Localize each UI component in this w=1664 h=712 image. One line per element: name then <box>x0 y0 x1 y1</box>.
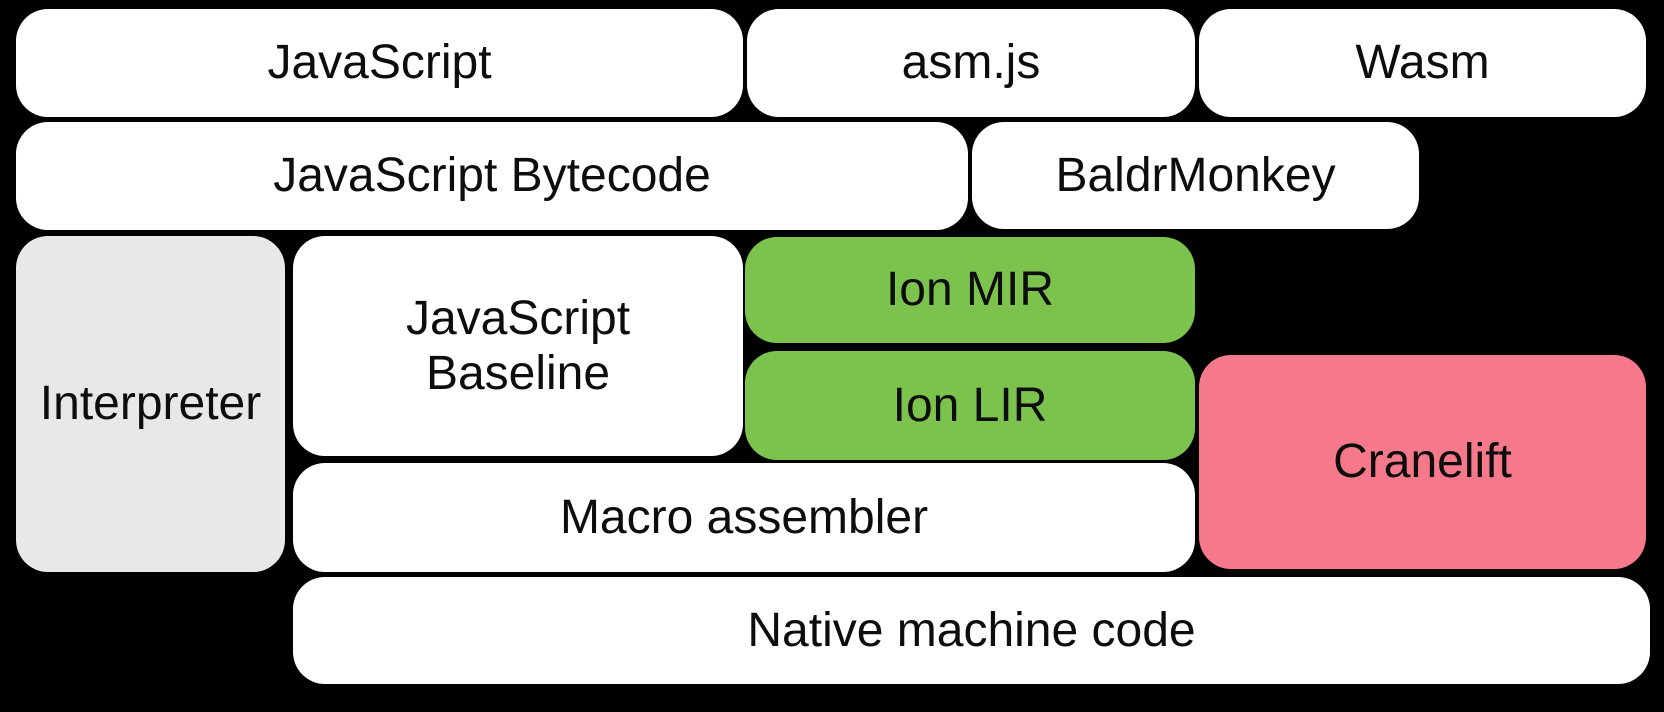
box-asmjs: asm.js <box>747 9 1195 117</box>
box-javascript: JavaScript <box>16 9 743 117</box>
box-javascript-baseline-label: JavaScript Baseline <box>405 291 631 400</box>
box-native-machine-code-label: Native machine code <box>747 603 1196 657</box>
box-cranelift: Cranelift <box>1199 355 1646 569</box>
box-native-machine-code: Native machine code <box>293 577 1650 684</box>
box-javascript-baseline: JavaScript Baseline <box>293 236 743 456</box>
box-baldrmonkey: BaldrMonkey <box>972 122 1419 229</box>
box-macro-assembler-label: Macro assembler <box>559 490 929 544</box>
box-ion-lir: Ion LIR <box>745 351 1195 460</box>
box-javascript-bytecode: JavaScript Bytecode <box>16 122 968 230</box>
box-macro-assembler: Macro assembler <box>293 463 1195 572</box>
box-javascript-bytecode-label: JavaScript Bytecode <box>273 149 711 203</box>
box-interpreter-label: Interpreter <box>39 377 262 431</box>
box-javascript-label: JavaScript <box>267 36 492 90</box>
box-baldrmonkey-label: BaldrMonkey <box>1055 148 1336 202</box>
box-ion-mir-label: Ion MIR <box>885 263 1055 317</box>
box-wasm: Wasm <box>1199 9 1646 117</box>
box-interpreter: Interpreter <box>16 236 285 572</box>
box-ion-lir-label: Ion LIR <box>892 378 1048 432</box>
box-asmjs-label: asm.js <box>901 36 1041 90</box>
box-cranelift-label: Cranelift <box>1333 435 1512 489</box>
box-ion-mir: Ion MIR <box>745 237 1195 343</box>
box-wasm-label: Wasm <box>1355 36 1490 90</box>
